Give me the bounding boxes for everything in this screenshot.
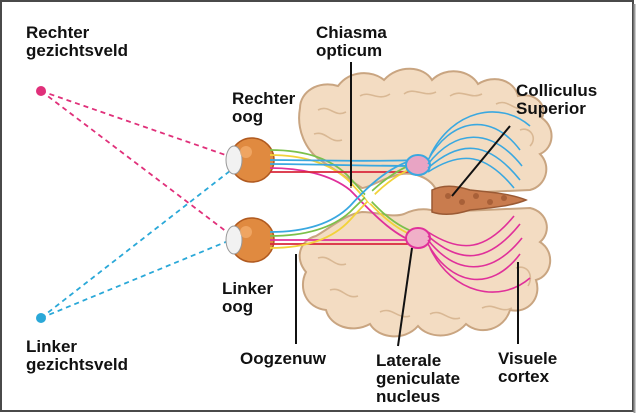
label-left-eye: Linker oog (222, 280, 273, 316)
label-visual-cortex-line1: Visuele (498, 350, 557, 368)
label-left-visual-field: Linker gezichtsveld (26, 338, 128, 374)
label-left-visual-field-line1: Linker (26, 338, 128, 356)
label-optic-nerve: Oogzenuw (240, 350, 326, 368)
label-optic-chiasm-line2: opticum (316, 42, 387, 60)
label-optic-chiasm-line1: Chiasma (316, 24, 387, 42)
label-superior-colliculus-line2: Superior (516, 100, 597, 118)
label-left-eye-line2: oog (222, 298, 273, 316)
label-left-eye-line1: Linker (222, 280, 273, 298)
label-optic-chiasm: Chiasma opticum (316, 24, 387, 60)
label-right-visual-field-line1: Rechter (26, 24, 128, 42)
label-lgn-line1: Laterale (376, 352, 460, 370)
label-lgn-line3: nucleus (376, 388, 460, 406)
label-lateral-geniculate-nucleus: Laterale geniculate nucleus (376, 352, 460, 406)
label-left-visual-field-line2: gezichtsveld (26, 356, 128, 374)
label-right-eye: Rechter oog (232, 90, 295, 126)
label-right-eye-line2: oog (232, 108, 295, 126)
label-lgn-line2: geniculate (376, 370, 460, 388)
label-right-visual-field-line2: gezichtsveld (26, 42, 128, 60)
label-visual-cortex: Visuele cortex (498, 350, 557, 386)
label-visual-cortex-line2: cortex (498, 368, 557, 386)
label-optic-nerve-text: Oogzenuw (240, 350, 326, 368)
lgn-lower (406, 228, 430, 248)
label-superior-colliculus: Colliculus Superior (516, 82, 597, 118)
lgn-upper (406, 155, 430, 175)
label-superior-colliculus-line1: Colliculus (516, 82, 597, 100)
label-right-eye-line1: Rechter (232, 90, 295, 108)
label-right-visual-field: Rechter gezichtsveld (26, 24, 128, 60)
